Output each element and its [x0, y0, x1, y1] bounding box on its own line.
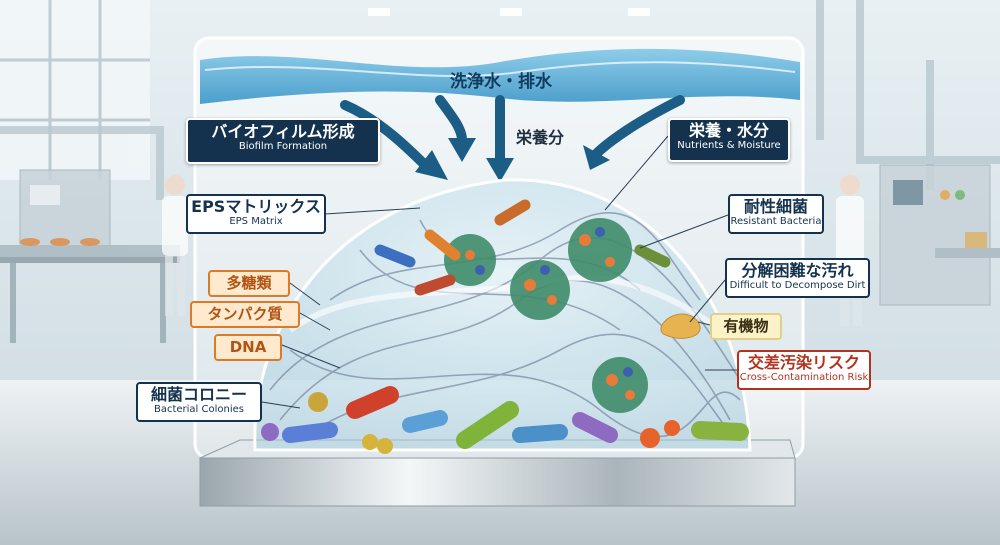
label-jp: バイオフィルム形成 [211, 122, 355, 141]
bacterial-clusters [374, 199, 671, 413]
label-dna: DNA [214, 334, 282, 362]
label-eps-matrix: EPSマトリックス EPS Matrix [186, 194, 326, 234]
label-en: Resistant Bacteria [730, 216, 822, 228]
factory-windows [0, 0, 150, 180]
label-bacterial-colonies: 細菌コロニー Bacterial Colonies [136, 382, 262, 422]
label-en: EPS Matrix [229, 216, 283, 228]
leader-lines [261, 135, 737, 409]
label-organic-matter: 有機物 [710, 313, 782, 341]
water-flow-arrows [340, 95, 685, 182]
label-cross-contamination: 交差汚染リスク Cross-Contamination Risk [737, 350, 871, 390]
label-en: Difficult to Decompose Dirt [729, 280, 866, 292]
organic-dirt-blob [660, 313, 701, 339]
label-jp: 交差汚染リスク [747, 353, 860, 372]
ceiling-light [368, 8, 390, 16]
wash-water-stream [200, 48, 800, 104]
label-en: Nutrients & Moisture [677, 140, 781, 152]
label-en: Bacterial Colonies [153, 404, 244, 416]
label-jp: 分解困難な汚れ [741, 261, 854, 280]
label-biofilm-formation: バイオフィルム形成 Biofilm Formation [186, 118, 380, 164]
nutrient-center-label: 栄養分 [516, 128, 565, 147]
label-resistant-bacteria: 耐性細菌 Resistant Bacteria [728, 194, 824, 234]
bottom-bacteria [261, 386, 749, 454]
wash-water-label: 洗浄水・排水 [450, 72, 552, 92]
factory-machine-right [879, 164, 1000, 306]
factory-machine-left [0, 169, 180, 343]
label-protein: タンパク質 [190, 301, 300, 329]
worker-figure-left [162, 175, 188, 316]
label-jp: 栄養・水分 [688, 121, 769, 140]
ceiling-light [500, 8, 522, 16]
ceiling-light [628, 8, 650, 16]
label-en: Cross-Contamination Risk [739, 372, 869, 384]
label-polysaccharide: 多糖類 [208, 270, 290, 298]
label-jp: 細菌コロニー [150, 385, 247, 404]
label-jp: 耐性細菌 [743, 197, 808, 216]
label-jp: EPSマトリックス [191, 197, 321, 216]
label-difficult-dirt: 分解困難な汚れ Difficult to Decompose Dirt [725, 258, 870, 298]
label-en: Biofilm Formation [238, 141, 328, 153]
label-nutrients-moisture: 栄養・水分 Nutrients & Moisture [668, 118, 790, 162]
